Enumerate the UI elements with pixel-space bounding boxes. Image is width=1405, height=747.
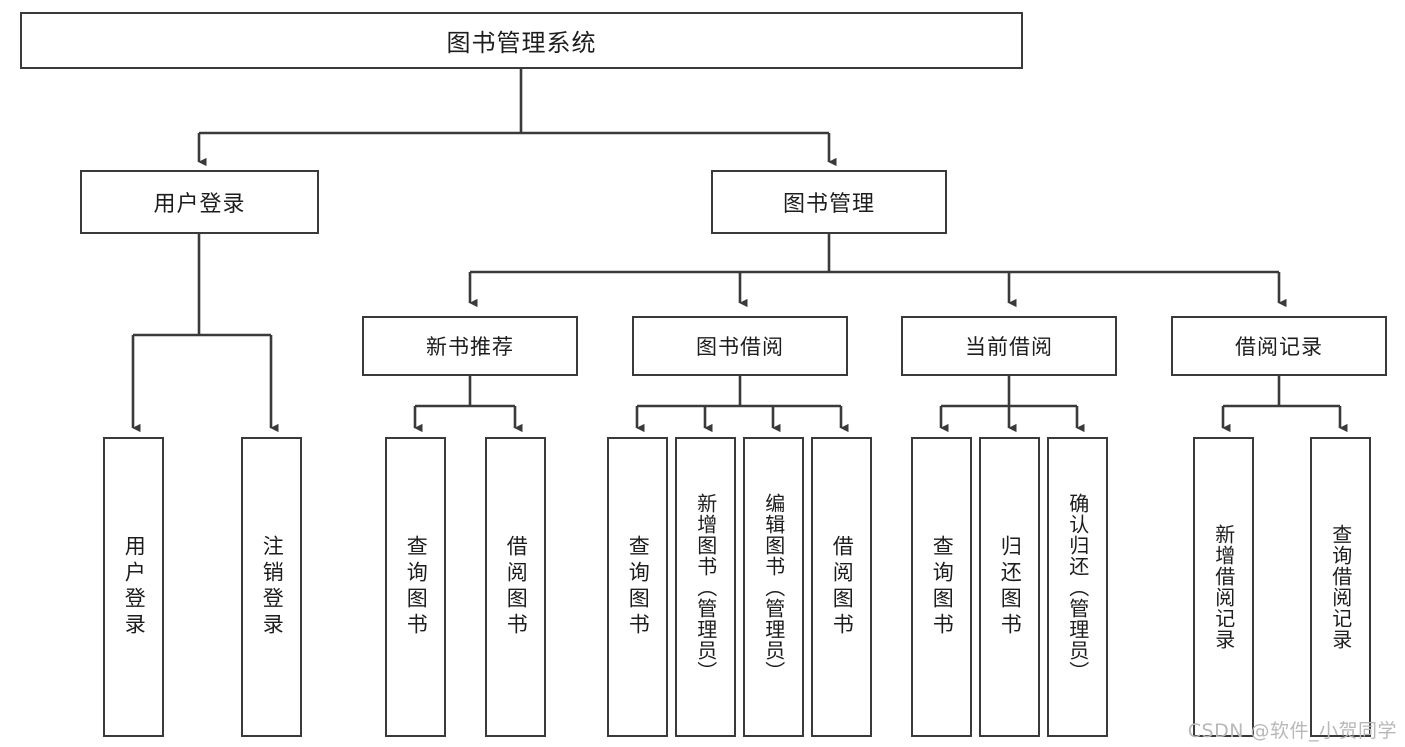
node-label: 编辑图书（管理员）	[761, 492, 786, 682]
node-root-book-management-system[interactable]: 图书管理系统	[20, 12, 1023, 69]
node-borrow-record[interactable]: 借阅记录	[1171, 316, 1387, 376]
node-label: 用户登录	[122, 535, 147, 639]
leaf-borrow-book[interactable]: 借阅图书	[811, 437, 872, 737]
leaf-user-login[interactable]: 用户登录	[103, 437, 164, 737]
node-new-book-recommend[interactable]: 新书推荐	[362, 316, 578, 376]
leaf-return-book[interactable]: 归还图书	[979, 437, 1040, 737]
node-label: 注销登录	[260, 535, 285, 639]
leaf-add-borrow-record[interactable]: 新增借阅记录	[1193, 437, 1254, 737]
node-label: 新书推荐	[426, 335, 514, 359]
leaf-query-book-borrow[interactable]: 查询图书	[607, 437, 668, 737]
leaf-query-book-recommend[interactable]: 查询图书	[385, 437, 446, 737]
leaf-add-book-admin[interactable]: 新增图书（管理员）	[675, 437, 736, 737]
node-label: 确认归还（管理员）	[1065, 492, 1090, 682]
node-label: 查询图书	[626, 535, 651, 639]
leaf-confirm-return-admin[interactable]: 确认归还（管理员）	[1047, 437, 1108, 737]
node-label: 新增图书（管理员）	[693, 492, 718, 682]
node-label: 新增借阅记录	[1211, 524, 1236, 650]
leaf-logout[interactable]: 注销登录	[241, 437, 302, 737]
node-label: 图书借阅	[696, 335, 784, 359]
leaf-borrow-book-recommend[interactable]: 借阅图书	[485, 437, 546, 737]
node-label: 借阅图书	[504, 535, 529, 639]
node-book-borrow[interactable]: 图书借阅	[632, 316, 848, 376]
node-label: 当前借阅	[965, 335, 1053, 359]
node-label: 归还图书	[998, 535, 1023, 639]
node-label: 图书管理系统	[446, 29, 597, 57]
node-current-borrow[interactable]: 当前借阅	[901, 316, 1117, 376]
node-label: 图书管理	[782, 192, 875, 217]
node-label: 查询图书	[404, 535, 429, 639]
node-label: 查询图书	[930, 535, 955, 639]
leaf-query-book-current[interactable]: 查询图书	[911, 437, 972, 737]
node-user-login[interactable]: 用户登录	[80, 170, 319, 234]
leaf-edit-book-admin[interactable]: 编辑图书（管理员）	[743, 437, 804, 737]
node-label: 用户登录	[153, 192, 246, 217]
node-book-management[interactable]: 图书管理	[711, 170, 947, 234]
node-label: 借阅图书	[830, 535, 855, 639]
node-label: 查询借阅记录	[1328, 524, 1353, 650]
csdn-watermark: CSDN @软件_小贺同学	[1187, 720, 1397, 742]
node-label: 借阅记录	[1235, 335, 1323, 359]
leaf-query-borrow-record[interactable]: 查询借阅记录	[1310, 437, 1371, 737]
